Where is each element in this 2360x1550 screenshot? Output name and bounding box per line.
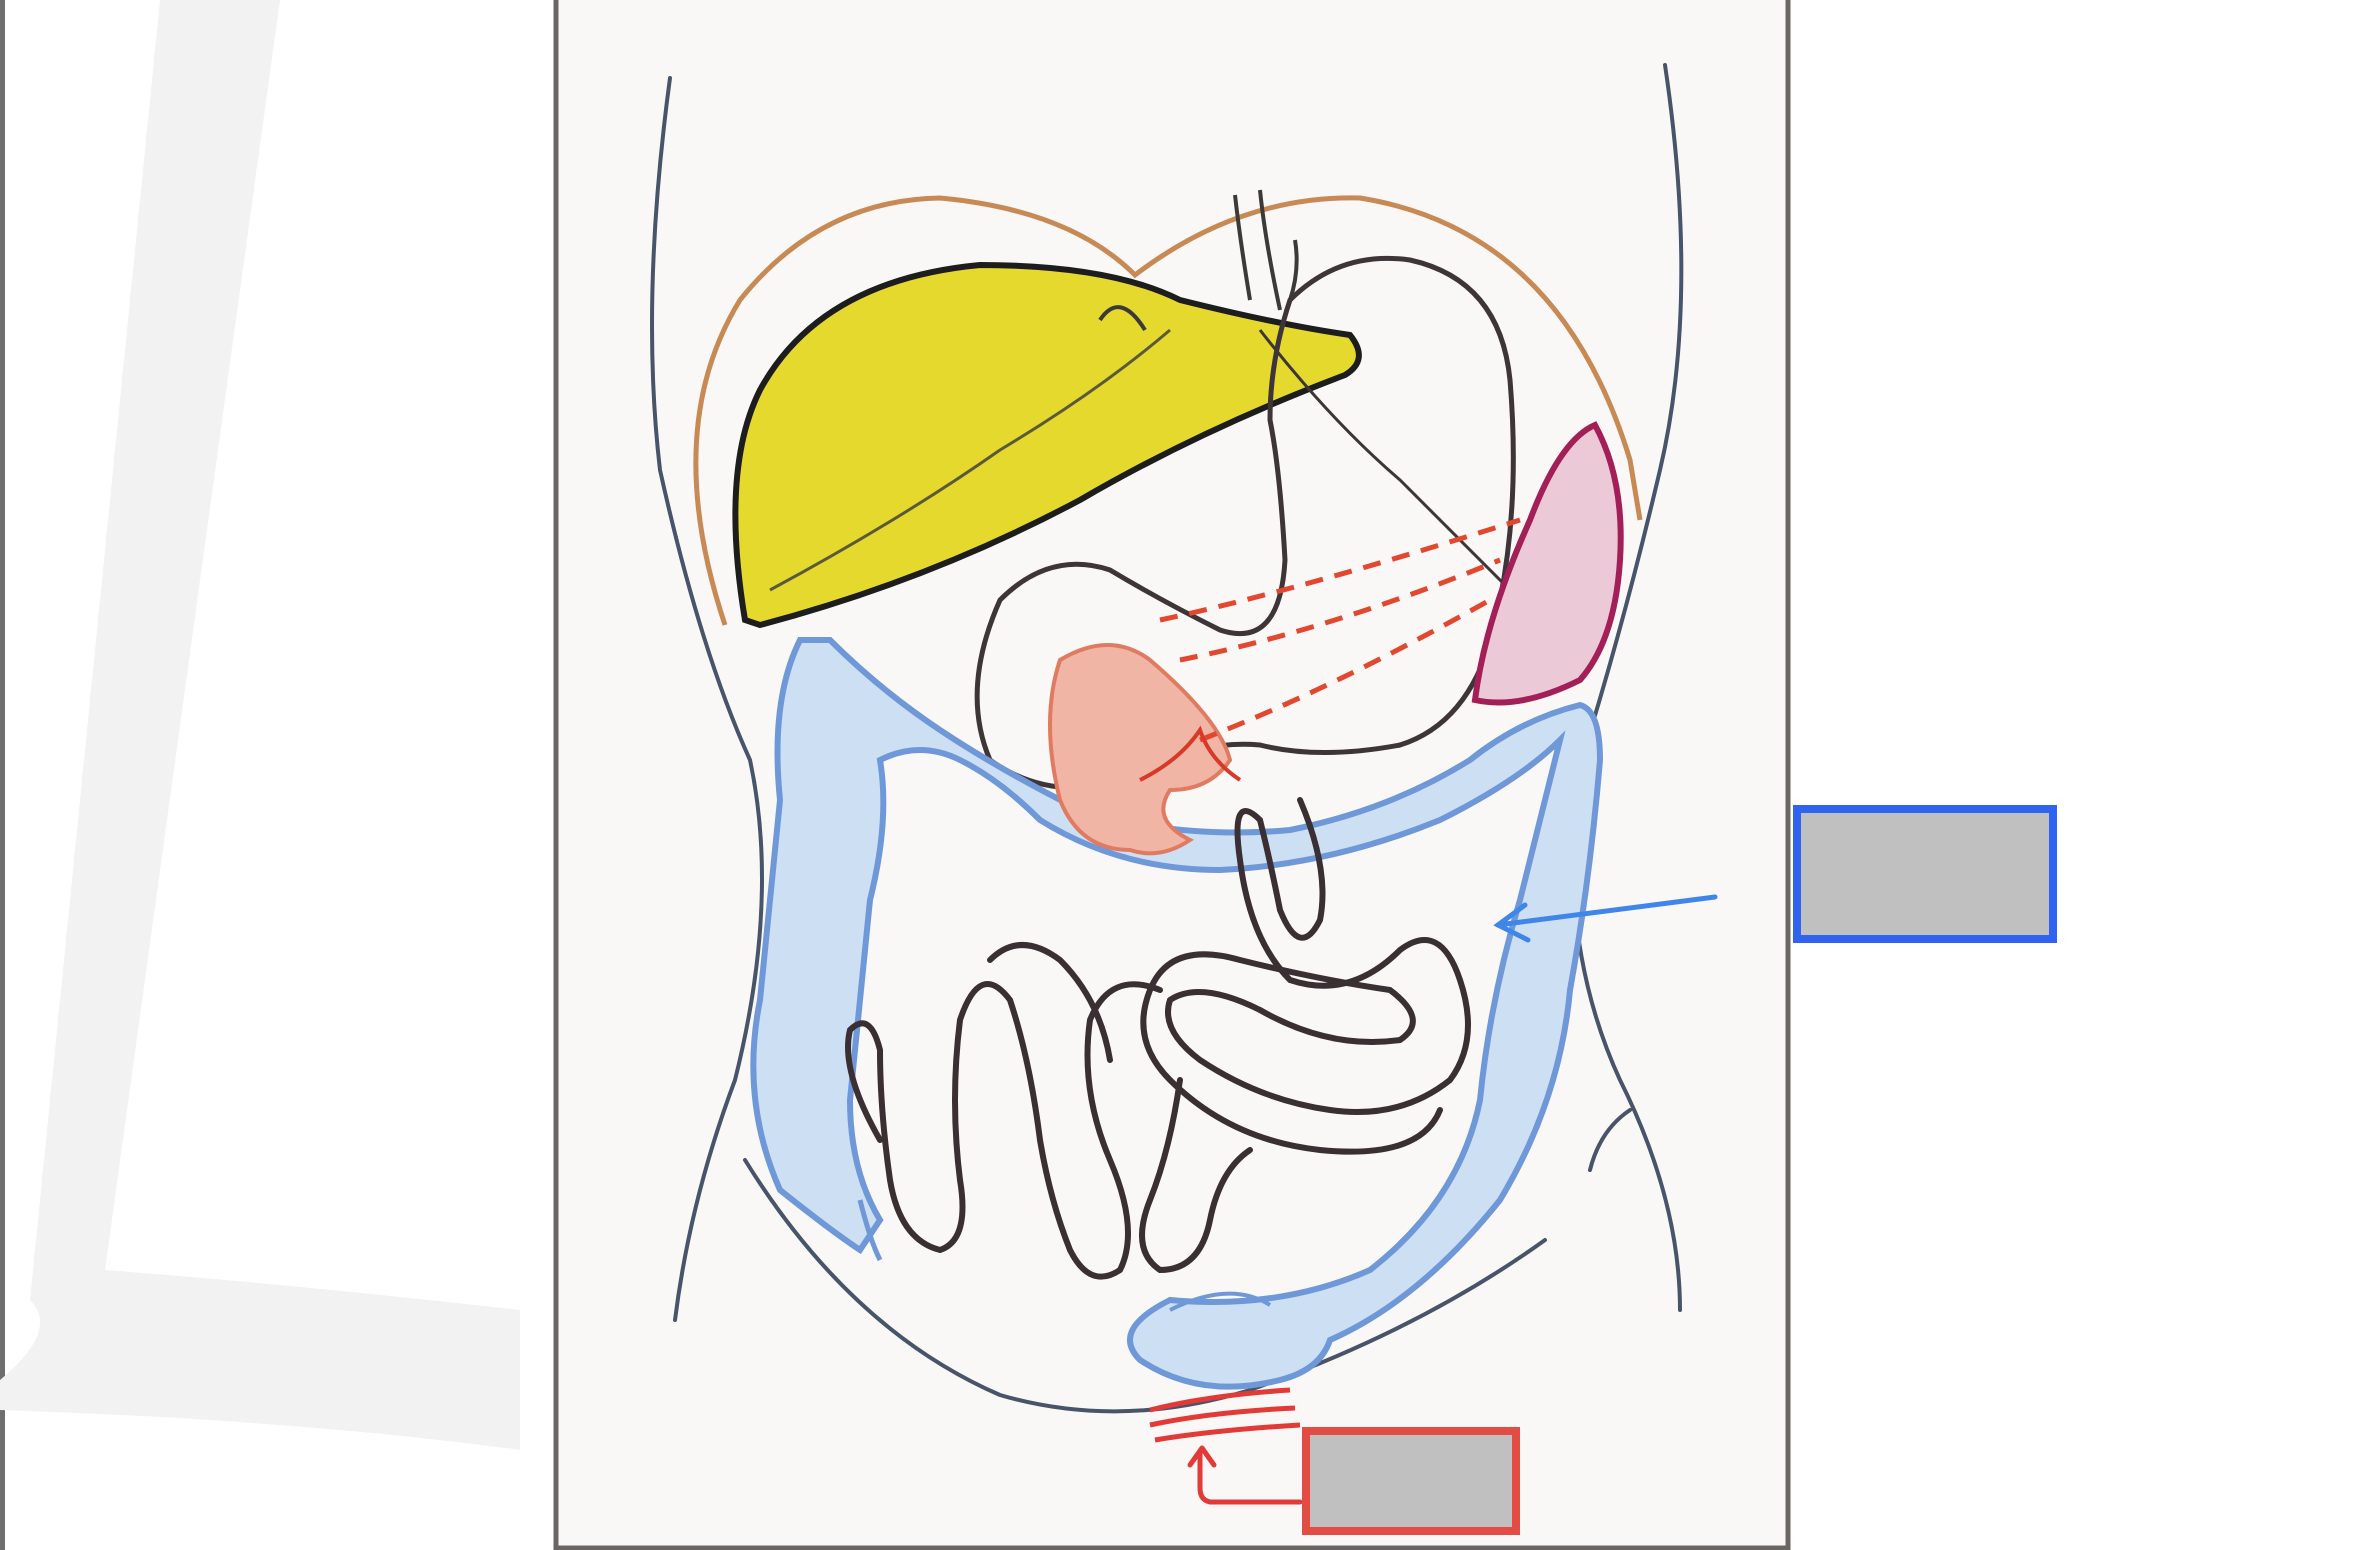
rectum <box>1149 1387 1301 1443</box>
liver-inner-line <box>769 328 1171 592</box>
arrow-blue <box>1493 894 1718 943</box>
arrow-red <box>1187 1445 1303 1505</box>
stomach-curve <box>1258 329 1532 612</box>
large-intestine <box>750 637 1604 1390</box>
spleen <box>1471 421 1624 706</box>
liver <box>732 261 1362 629</box>
background-watermark <box>0 0 520 1450</box>
label-box-blue[interactable] <box>1793 805 2057 943</box>
small-intestine <box>845 797 1471 1280</box>
slide-left-border <box>0 0 5 1550</box>
pancreas-vessel <box>1139 725 1242 782</box>
esophagus <box>1098 189 1299 332</box>
pancreas-duct <box>1159 517 1521 743</box>
pancreas <box>1048 643 1233 856</box>
diaphragm <box>693 195 1643 626</box>
label-box-red[interactable] <box>1302 1427 1520 1535</box>
